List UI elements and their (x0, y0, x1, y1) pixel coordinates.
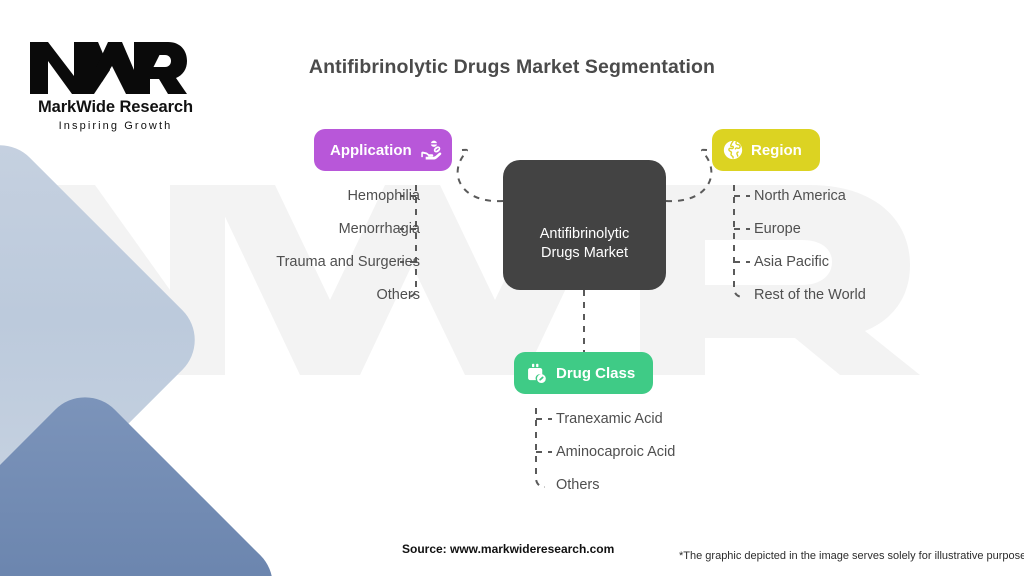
center-node-label: Antifibrinolytic Drugs Market (539, 225, 630, 262)
leaf-item[interactable]: Menorrhagia (338, 221, 420, 237)
page-title: Antifibrinolytic Drugs Market Segmentati… (308, 56, 716, 78)
globe-icon (722, 139, 744, 161)
brand-name: MarkWide Research (38, 98, 193, 116)
center-node[interactable]: Antifibrinolytic Drugs Market (503, 160, 666, 290)
leaf-item[interactable]: Asia Pacific (754, 254, 829, 270)
medical-bag-icon (525, 362, 548, 385)
leaf-item[interactable]: Others (556, 477, 600, 493)
decor-square-dark (0, 379, 291, 576)
connector-center-application (456, 148, 504, 203)
branch-label-region: Region (751, 141, 802, 159)
connector-drugclass-spine (535, 408, 546, 488)
branch-pill-region[interactable]: Region (712, 129, 820, 171)
connector-region-spine (733, 185, 744, 298)
leaf-list-region: North America Europe Asia Pacific Rest o… (754, 189, 866, 321)
leaf-item[interactable]: North America (754, 188, 846, 204)
brand-tagline: Inspiring Growth (58, 120, 173, 132)
disclaimer-note: *The graphic depicted in the image serve… (679, 550, 1024, 562)
leaf-item[interactable]: Aminocaproic Acid (556, 444, 676, 460)
leaf-item[interactable]: Rest of the World (754, 287, 866, 303)
leaf-list-application: Hemophilia Menorrhagia Trauma and Surger… (40, 189, 420, 321)
leaf-item[interactable]: Tranexamic Acid (556, 411, 663, 427)
branch-pill-drugclass[interactable]: Drug Class (514, 352, 654, 394)
leaf-item[interactable]: Trauma and Surgeries (276, 254, 420, 270)
leaf-item[interactable]: Europe (754, 221, 801, 237)
brand-logo: MarkWide Research Inspiring Growth (28, 34, 203, 132)
connector-center-region (665, 148, 713, 203)
leaf-item[interactable]: Others (376, 287, 420, 303)
leaf-item[interactable]: Hemophilia (347, 188, 420, 204)
leaf-list-drugclass: Tranexamic Acid Aminocaproic Acid Others (556, 412, 675, 511)
source-note: Source: www.markwideresearch.com (402, 542, 615, 556)
branch-label-application: Application (330, 141, 412, 159)
branch-label-drugclass: Drug Class (556, 364, 636, 382)
mwr-monogram-icon (30, 42, 187, 94)
branch-pill-application[interactable]: Application (314, 129, 452, 171)
hand-holding-pills-icon (420, 139, 442, 161)
